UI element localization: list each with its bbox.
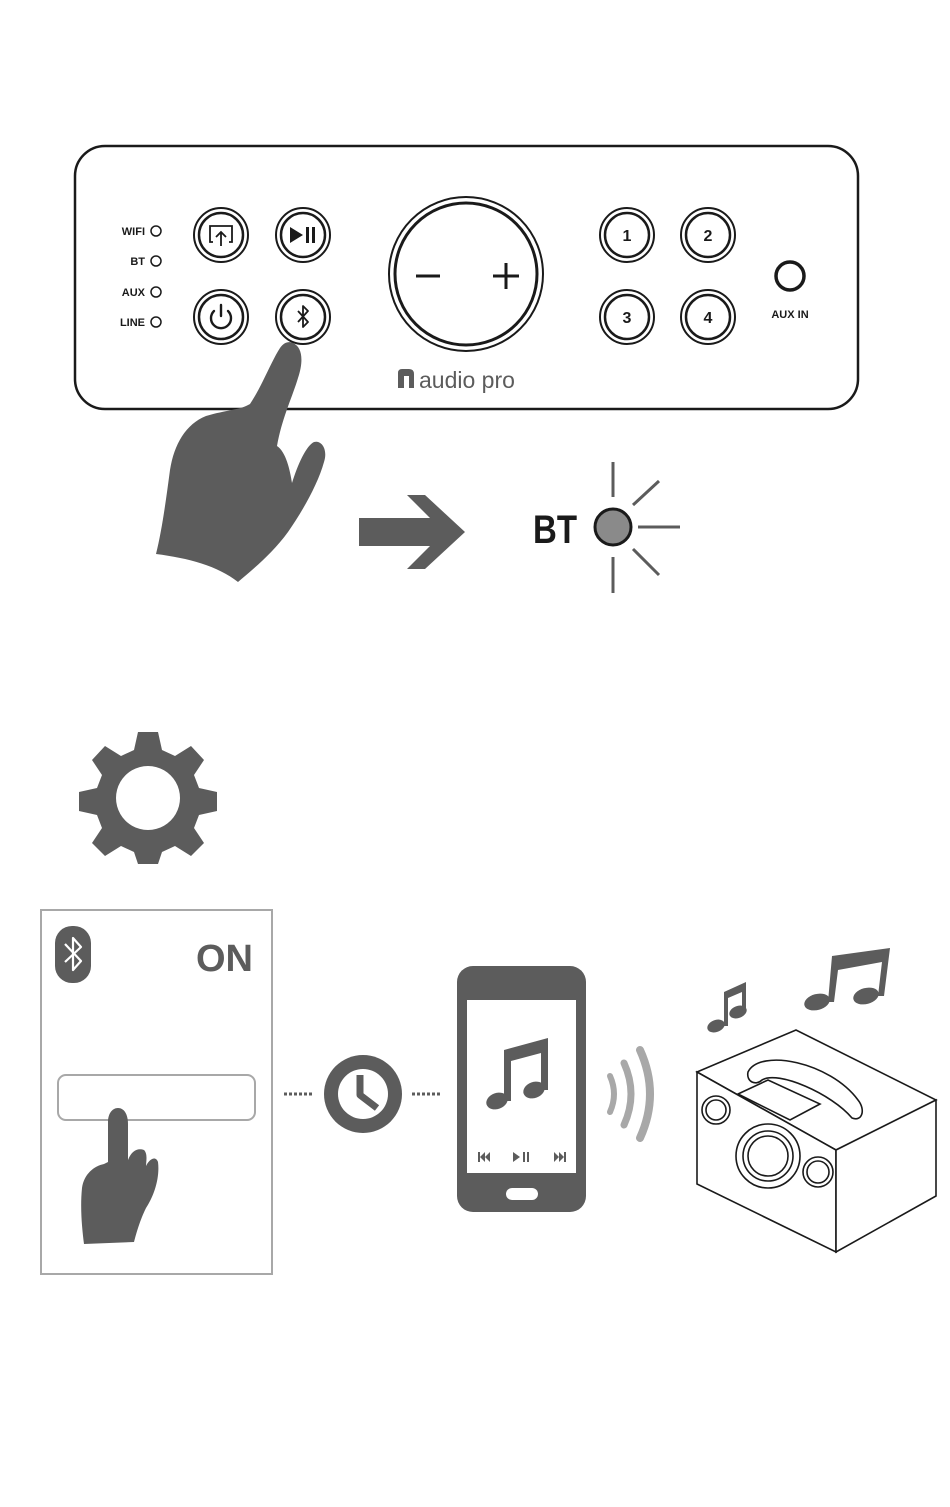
preset-button-3[interactable]: 3 (600, 290, 654, 344)
preset-button-2[interactable]: 2 (681, 208, 735, 262)
bluetooth-button[interactable] (276, 290, 330, 344)
preset-button-4[interactable]: 4 (681, 290, 735, 344)
bluetooth-settings-screen: ON (41, 910, 272, 1274)
bt-status-indicator: BT (533, 462, 680, 593)
preset-label-2: 2 (704, 228, 713, 245)
aux-in-jack[interactable] (776, 262, 804, 290)
speaker-illustration (697, 1030, 936, 1252)
indicator-label-line: LINE (120, 317, 145, 329)
preset-label-3: 3 (623, 310, 632, 327)
indicator-label-wifi: WIFI (122, 226, 145, 238)
indicator-label-bt: BT (130, 256, 145, 268)
preset-label-1: 1 (623, 228, 632, 245)
bt-status-label: BT (533, 508, 577, 552)
music-note-icon (802, 948, 890, 1013)
device-list-item[interactable] (58, 1075, 255, 1120)
phone-home-button[interactable] (506, 1188, 538, 1200)
device-top-panel: WIFI BT AUX LINE (75, 146, 858, 409)
preset-label-4: 4 (704, 310, 713, 327)
gear-icon (79, 732, 217, 864)
airplay-button[interactable] (194, 208, 248, 262)
preset-button-1[interactable]: 1 (600, 208, 654, 262)
aux-in-label: AUX IN (771, 309, 808, 321)
phone-screen (467, 1000, 576, 1173)
clock-icon (324, 1055, 402, 1133)
music-note-icon (705, 982, 748, 1035)
bluetooth-badge (55, 926, 91, 983)
play-pause-button[interactable] (276, 208, 330, 262)
arrow-right-icon (359, 495, 465, 569)
volume-knob[interactable] (389, 197, 543, 351)
power-button[interactable] (194, 290, 248, 344)
wireless-signal-icon (610, 1050, 650, 1138)
bluetooth-state: ON (196, 938, 253, 980)
indicator-label-aux: AUX (122, 287, 146, 299)
smartphone (457, 966, 586, 1212)
brand-name: audio pro (419, 367, 515, 393)
blinking-led-icon (595, 509, 631, 545)
